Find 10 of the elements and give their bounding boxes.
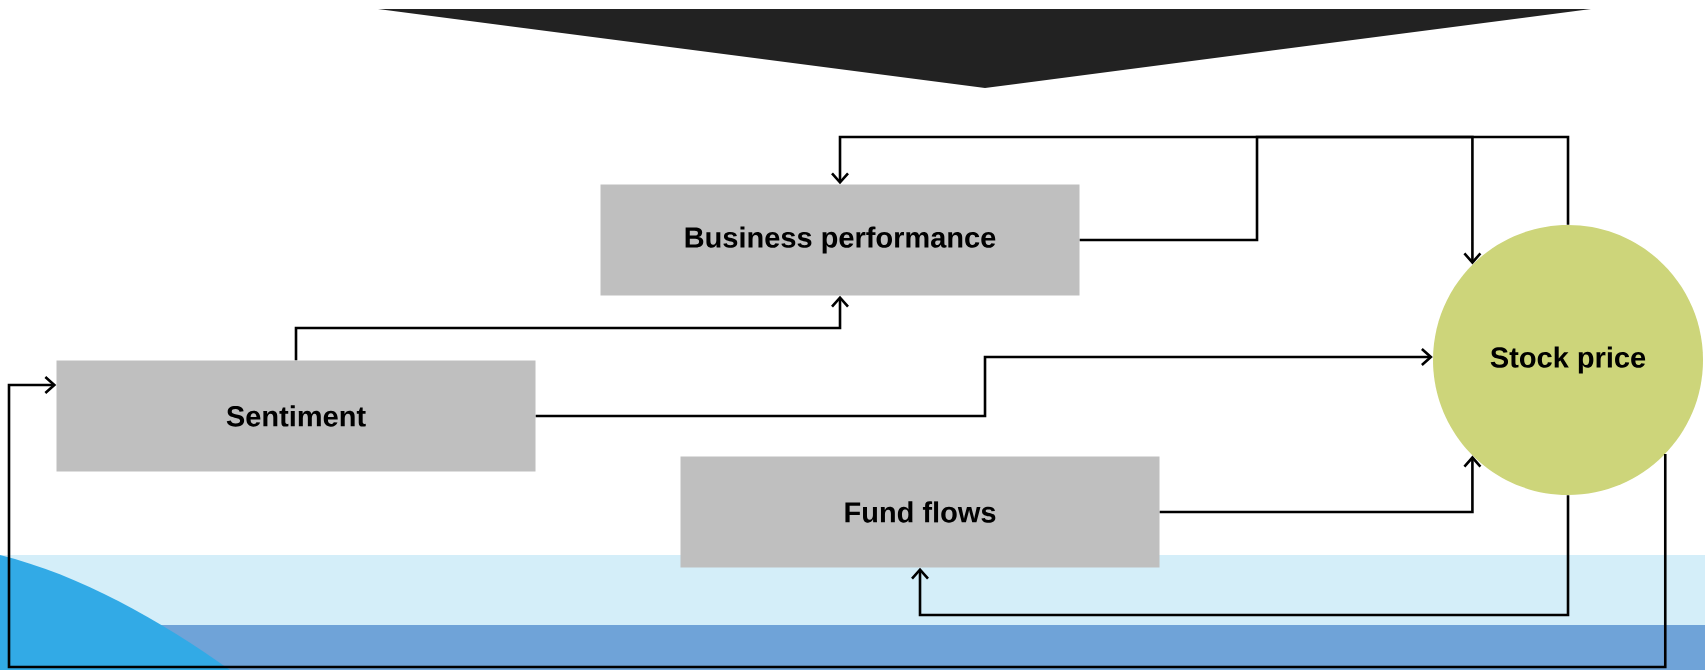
arrow [911, 495, 1570, 617]
arrow [7, 376, 1667, 669]
arrow [1079, 135, 1482, 265]
process-box: Sentiment [56, 360, 536, 472]
arrow [294, 295, 849, 361]
process-box: Business performance [600, 184, 1080, 296]
process-box: Fund flows [680, 456, 1160, 568]
arrow [831, 135, 1570, 225]
arrow [1159, 455, 1482, 514]
arrow [535, 348, 1433, 418]
